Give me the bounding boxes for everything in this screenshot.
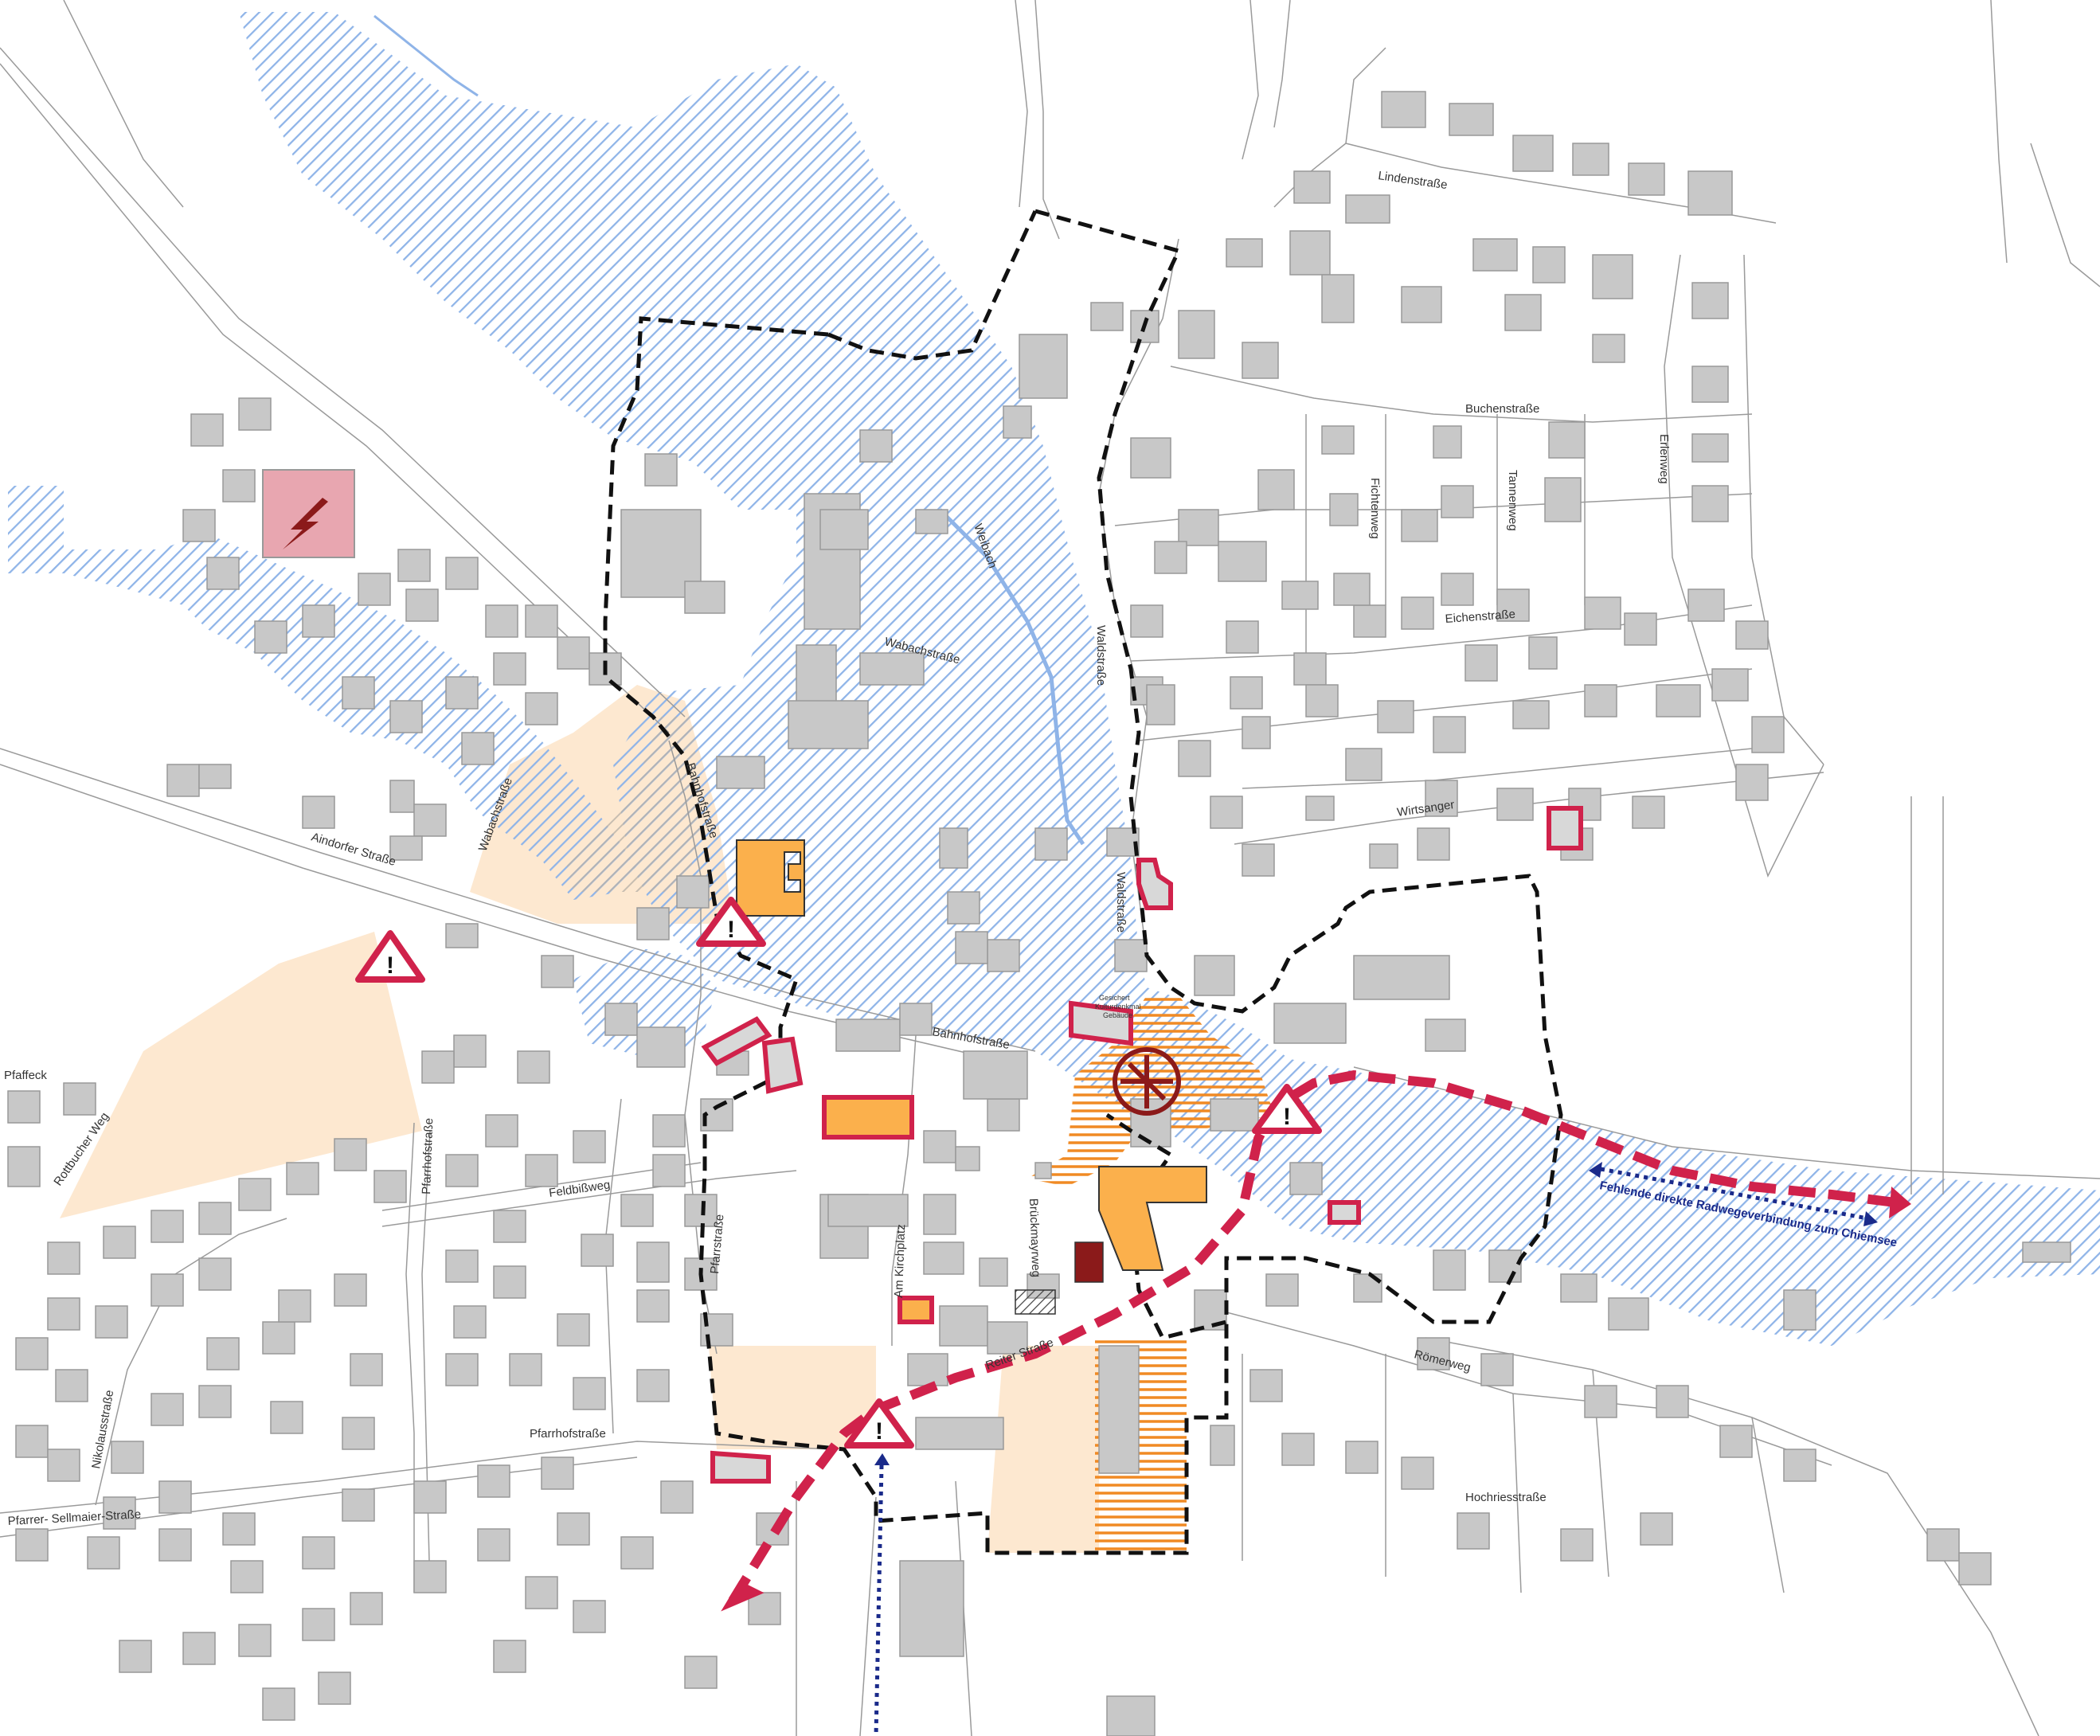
highlight-building-4 xyxy=(897,1296,934,1324)
highlight-building-1 xyxy=(701,1016,772,1066)
orange-buildings xyxy=(736,839,1207,1271)
street-label-buchenstrasse: Buchenstraße xyxy=(1465,402,1539,416)
overlap-hatch-area xyxy=(565,717,701,892)
street-label-tannenweg: Tannenweg xyxy=(1506,470,1519,531)
street-label-eichenstrasse: Eichenstraße xyxy=(1445,608,1515,626)
planning-boundary-north xyxy=(1034,209,1563,1340)
orange-hatch-zone-church xyxy=(1027,995,1274,1187)
svg-text:!: ! xyxy=(875,1418,883,1445)
flood-area-west xyxy=(8,486,637,900)
energy-facility xyxy=(262,469,355,558)
street-label-erlenweg: Erlenweg xyxy=(1657,434,1671,484)
hatched-building xyxy=(1015,1289,1056,1315)
stream-weibach xyxy=(938,508,1085,846)
warning-triangle-icon: ! xyxy=(1252,1084,1322,1134)
highlight-building-3 xyxy=(822,1095,914,1140)
highlight-building-8 xyxy=(1328,1200,1361,1225)
street-label-pfarrst: Pfarrstraße xyxy=(708,1214,726,1274)
orange-building-north xyxy=(736,839,805,917)
highlight-building-6 xyxy=(1136,858,1173,910)
warning-triangle-icon: ! xyxy=(696,897,766,947)
highlight-building-9 xyxy=(710,1450,771,1484)
cycle-gap-arrow-left xyxy=(1589,1162,1602,1178)
dark-building xyxy=(1074,1241,1104,1283)
street-label-waldstrasse-south: Waldstraße xyxy=(1114,872,1128,933)
warning-triangle-icon: ! xyxy=(355,930,425,983)
svg-text:!: ! xyxy=(1283,1104,1291,1130)
street-label-hochriesstrasse: Hochriesstraße xyxy=(1465,1491,1547,1504)
highlight-building-5 xyxy=(1069,1000,1133,1046)
cycle-gap-arrow-up xyxy=(874,1453,890,1465)
development-area-south-west xyxy=(709,1346,876,1449)
highlighted-buildings xyxy=(701,806,1583,1484)
street-label-brueckmayrweg: Brückmayrweg xyxy=(1027,1198,1042,1278)
street-label-pfarrhof-horizontal: Pfarrhofstraße xyxy=(530,1427,606,1441)
church-note-line-2: Kulturdenkmal xyxy=(1095,1003,1141,1011)
street-label-pfarrhof-vertical: Pfarrhofstraße xyxy=(420,1118,436,1194)
planning-boundary-west xyxy=(603,316,1229,1555)
cycle-gap-line-east xyxy=(1600,1167,1868,1221)
svg-text:!: ! xyxy=(727,917,735,943)
cycle-gap-line-south xyxy=(874,1464,884,1736)
cycle-route-arrow-east xyxy=(1889,1187,1911,1218)
street-label-fichtenweg: Fichtenweg xyxy=(1368,478,1382,539)
warning-triangle-icon: ! xyxy=(844,1398,914,1449)
street-label-waldstrasse-north: Waldstraße xyxy=(1094,625,1108,686)
cycle-route-main xyxy=(728,1069,1896,1604)
flood-area-north xyxy=(239,12,2100,1346)
buildings xyxy=(7,91,2071,1736)
orange-building-south xyxy=(1098,1166,1207,1271)
street-label-am-kirchplatz: Am Kirchplatz xyxy=(892,1224,908,1298)
development-area-south xyxy=(987,1346,1099,1553)
warning-triangles: ! ! ! ! xyxy=(355,897,1322,1449)
planning-boundaries xyxy=(603,209,1563,1555)
highlight-building-7 xyxy=(1547,806,1583,850)
cycle-route-arrow-southwest xyxy=(721,1580,765,1612)
sacred-monument-icon xyxy=(1113,1047,1181,1116)
street-label-pfaffeck: Pfaffeck xyxy=(4,1069,47,1082)
lightning-bolt-icon xyxy=(283,498,328,549)
planning-boundary-center xyxy=(827,209,1038,361)
highlight-building-2 xyxy=(761,1036,804,1094)
church-note-line-3: Gebäude xyxy=(1103,1011,1132,1019)
svg-text:!: ! xyxy=(386,952,394,979)
cycle-gap-arrow-right xyxy=(1863,1211,1878,1226)
development-area-west xyxy=(60,932,422,1218)
church-note-line-1: Gesichert xyxy=(1099,994,1130,1002)
stream-north xyxy=(373,14,479,97)
